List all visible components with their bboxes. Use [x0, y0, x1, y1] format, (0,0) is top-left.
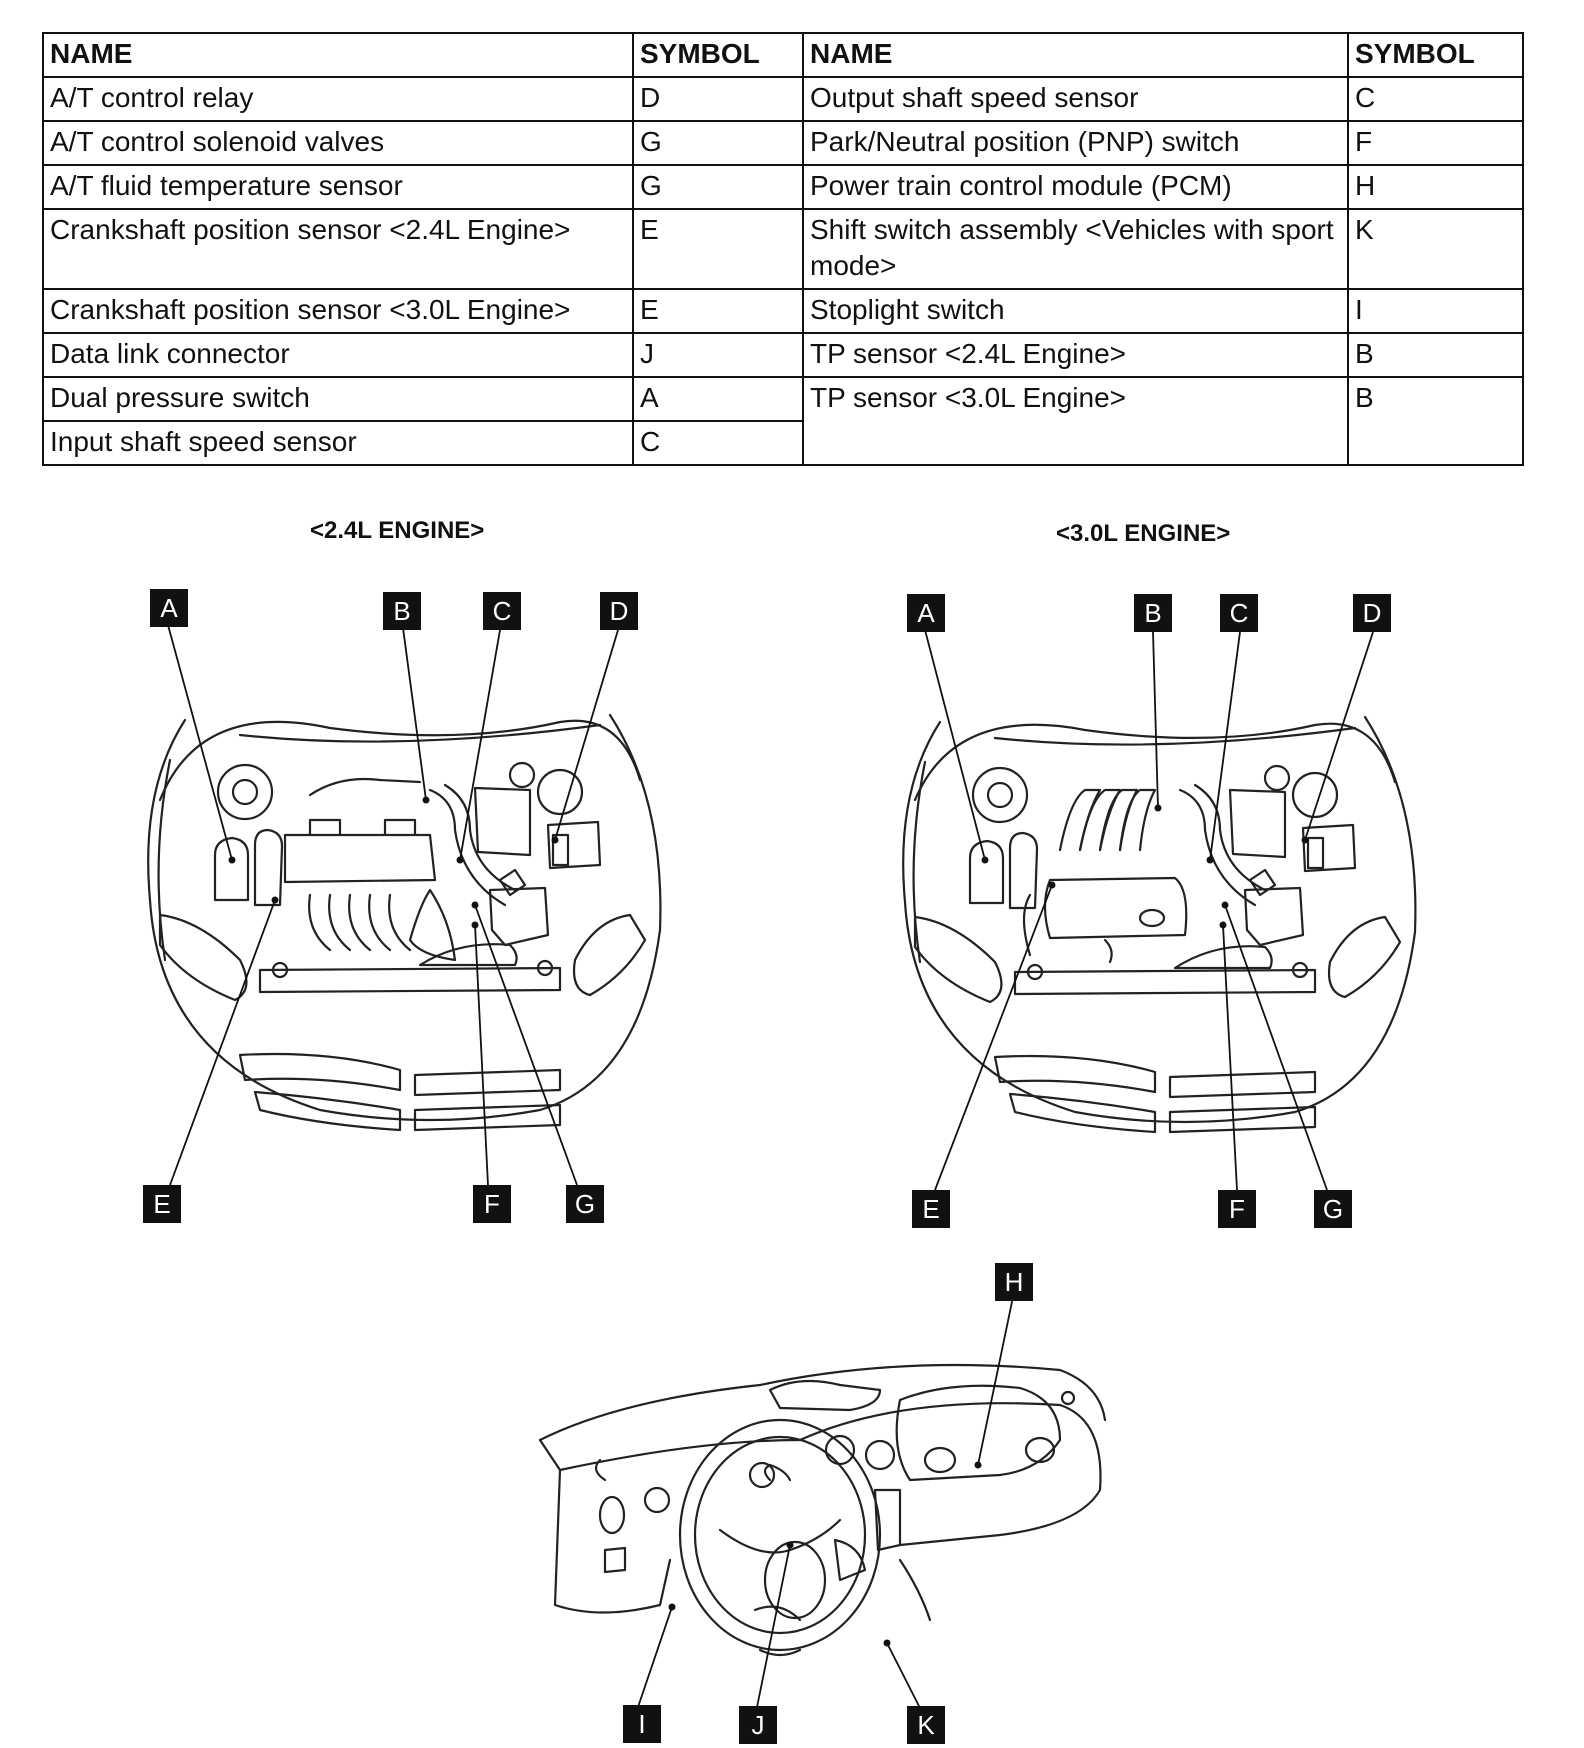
part-name: A/T control solenoid valves — [42, 120, 634, 166]
table-row: Crankshaft position sensor <2.4L Engine>… — [42, 208, 1524, 290]
svg-text:I: I — [638, 1709, 645, 1739]
table-row: A/T control relay D Output shaft speed s… — [42, 76, 1524, 122]
part-name: A/T fluid temperature sensor — [42, 164, 634, 210]
svg-text:C: C — [493, 596, 512, 626]
part-name: Crankshaft position sensor <2.4L Engine> — [42, 208, 634, 290]
part-symbol: J — [632, 332, 804, 378]
callout-i: I — [623, 1705, 661, 1743]
svg-text:D: D — [1363, 598, 1382, 628]
svg-text:A: A — [160, 593, 178, 623]
header-name-right: NAME — [802, 32, 1349, 78]
table-header-row: NAME SYMBOL NAME SYMBOL — [42, 32, 1524, 78]
callout-a-2-4l: A — [150, 589, 188, 627]
callout-j: J — [739, 1706, 777, 1744]
callout-b-2-4l: B — [383, 592, 421, 630]
leader-lines-3-0l — [924, 629, 1374, 1191]
callout-c-3-0l: C — [1220, 594, 1258, 632]
leader-lines-instrument-panel — [636, 1296, 1014, 1713]
callout-b-3-0l: B — [1134, 594, 1172, 632]
svg-text:J: J — [752, 1710, 765, 1740]
part-name: Output shaft speed sensor — [802, 76, 1349, 122]
table-row: Crankshaft position sensor <3.0L Engine>… — [42, 288, 1524, 334]
svg-text:G: G — [575, 1189, 595, 1219]
header-name-left: NAME — [42, 32, 634, 78]
callout-k: K — [907, 1706, 945, 1744]
header-symbol-right: SYMBOL — [1347, 32, 1524, 78]
svg-text:B: B — [1144, 598, 1161, 628]
svg-text:F: F — [484, 1189, 500, 1219]
part-symbol: B — [1347, 332, 1524, 378]
part-symbol: K — [1347, 208, 1524, 290]
part-symbol: D — [632, 76, 804, 122]
svg-text:B: B — [393, 596, 410, 626]
part-symbol: H — [1347, 164, 1524, 210]
part-name: Power train control module (PCM) — [802, 164, 1349, 210]
callout-f-3-0l: F — [1218, 1190, 1256, 1228]
callout-g-2-4l: G — [566, 1185, 604, 1223]
svg-text:E: E — [922, 1194, 939, 1224]
part-symbol: E — [632, 208, 804, 290]
part-name: TP sensor <2.4L Engine> — [802, 332, 1349, 378]
leader-dots-3-0l — [981, 804, 1309, 929]
part-name: A/T control relay — [42, 76, 634, 122]
leader-dots-2-4l — [228, 796, 559, 929]
callout-h: H — [995, 1263, 1033, 1301]
table-row: Input shaft speed sensor C — [42, 420, 1523, 466]
part-symbol: E — [632, 288, 804, 334]
table-row: A/T fluid temperature sensor G Power tra… — [42, 164, 1524, 210]
svg-text:C: C — [1230, 598, 1249, 628]
callout-f-2-4l: F — [473, 1185, 511, 1223]
part-symbol: I — [1347, 288, 1524, 334]
svg-text:K: K — [917, 1710, 935, 1740]
engine-bay-2-4l-illustration — [147, 713, 662, 1132]
svg-text:F: F — [1229, 1194, 1245, 1224]
header-symbol-left: SYMBOL — [632, 32, 804, 78]
instrument-panel-illustration — [538, 1363, 1107, 1657]
part-symbol: C — [1347, 76, 1524, 122]
part-symbol: A — [632, 376, 804, 422]
leader-lines-2-4l — [167, 624, 619, 1186]
part-name: Dual pressure switch — [42, 376, 634, 422]
part-symbol: G — [632, 120, 804, 166]
parts-location-table: NAME SYMBOL NAME SYMBOL A/T control rela… — [42, 32, 1524, 466]
part-symbol: B — [1347, 376, 1524, 466]
callout-d-2-4l: D — [600, 592, 638, 630]
callout-e-2-4l: E — [143, 1185, 181, 1223]
part-name: Stoplight switch — [802, 288, 1349, 334]
caption-3-0l-engine: <3.0L ENGINE> — [1056, 520, 1231, 547]
callout-g-3-0l: G — [1314, 1190, 1352, 1228]
callout-c-2-4l: C — [483, 592, 521, 630]
part-symbol: G — [632, 164, 804, 210]
part-name: Park/Neutral position (PNP) switch — [802, 120, 1349, 166]
table-row: A/T control solenoid valves G Park/Neutr… — [42, 120, 1524, 166]
engine-bay-3-0l-illustration — [902, 715, 1417, 1134]
part-symbol: F — [1347, 120, 1524, 166]
svg-text:A: A — [917, 598, 935, 628]
table-row: Dual pressure switch A TP sensor <3.0L E… — [42, 376, 1524, 466]
part-name: Shift switch assembly <Vehicles with spo… — [802, 208, 1349, 290]
svg-text:H: H — [1005, 1267, 1024, 1297]
part-name: TP sensor <3.0L Engine> — [802, 376, 1349, 466]
part-symbol: C — [632, 420, 804, 466]
part-name: Data link connector — [42, 332, 634, 378]
callout-e-3-0l: E — [912, 1190, 950, 1228]
part-name: Input shaft speed sensor — [42, 420, 634, 466]
part-name: Crankshaft position sensor <3.0L Engine> — [42, 288, 634, 334]
svg-text:D: D — [610, 596, 629, 626]
leader-dots-instrument-panel — [668, 1461, 982, 1647]
table-row: Data link connector J TP sensor <2.4L En… — [42, 332, 1524, 378]
callout-a-3-0l: A — [907, 594, 945, 632]
caption-2-4l-engine: <2.4L ENGINE> — [310, 517, 485, 544]
svg-text:G: G — [1323, 1194, 1343, 1224]
callout-d-3-0l: D — [1353, 594, 1391, 632]
svg-text:E: E — [153, 1189, 170, 1219]
